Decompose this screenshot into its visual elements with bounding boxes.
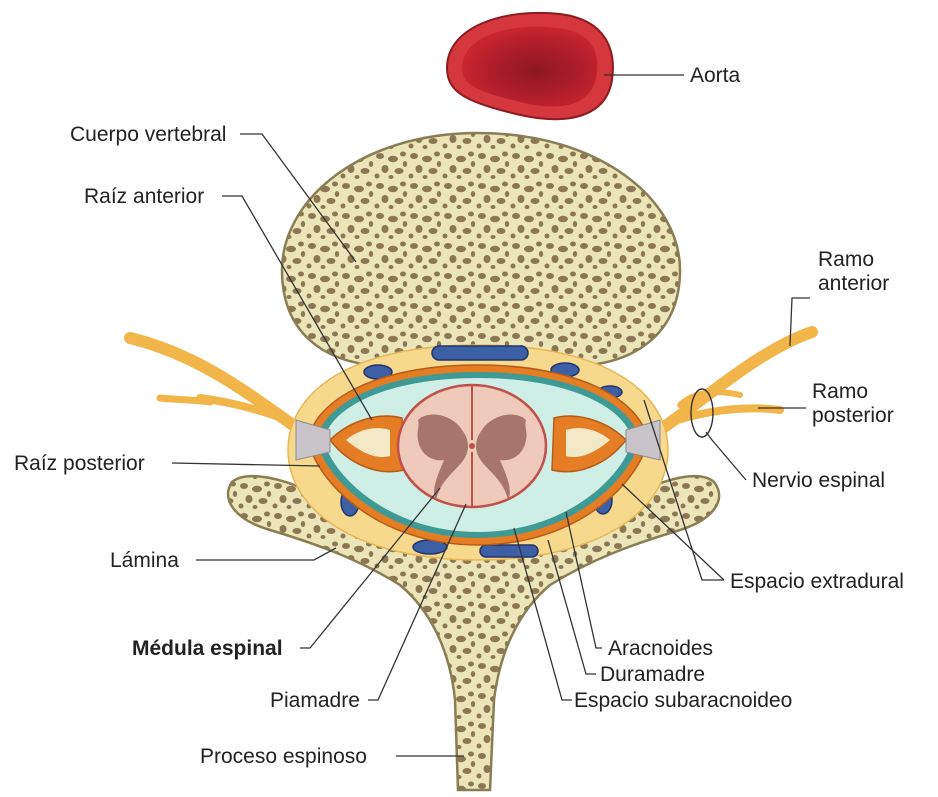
aorta: [447, 13, 613, 119]
label-anterior-ramus-line2: anterior: [818, 272, 889, 295]
label-arachnoid: Aracnoides: [608, 637, 713, 660]
label-dura-mater: Duramadre: [600, 663, 705, 686]
label-posterior-ramus-line2: posterior: [812, 404, 894, 427]
label-pia-mater: Piamadre: [270, 689, 360, 712]
label-extradural-space: Espacio extradural: [730, 570, 904, 593]
label-anterior-ramus-line1: Ramo: [818, 248, 874, 271]
label-spinous-process: Proceso espinoso: [200, 745, 367, 768]
label-spinal-nerve: Nervio espinal: [752, 469, 885, 492]
label-vertebral-body: Cuerpo vertebral: [70, 123, 226, 146]
label-posterior-root: Raíz posterior: [14, 452, 145, 475]
label-aorta: Aorta: [690, 64, 741, 87]
label-anterior-root: Raíz anterior: [84, 185, 204, 208]
label-spinal-cord: Médula espinal: [132, 637, 283, 660]
label-lamina: Lámina: [110, 549, 179, 572]
vertebral-body: [282, 133, 680, 366]
label-posterior-ramus-line1: Ramo: [812, 380, 868, 403]
spinal-cord: [398, 385, 546, 507]
label-subarachnoid-space: Espacio subaracnoideo: [574, 689, 792, 712]
